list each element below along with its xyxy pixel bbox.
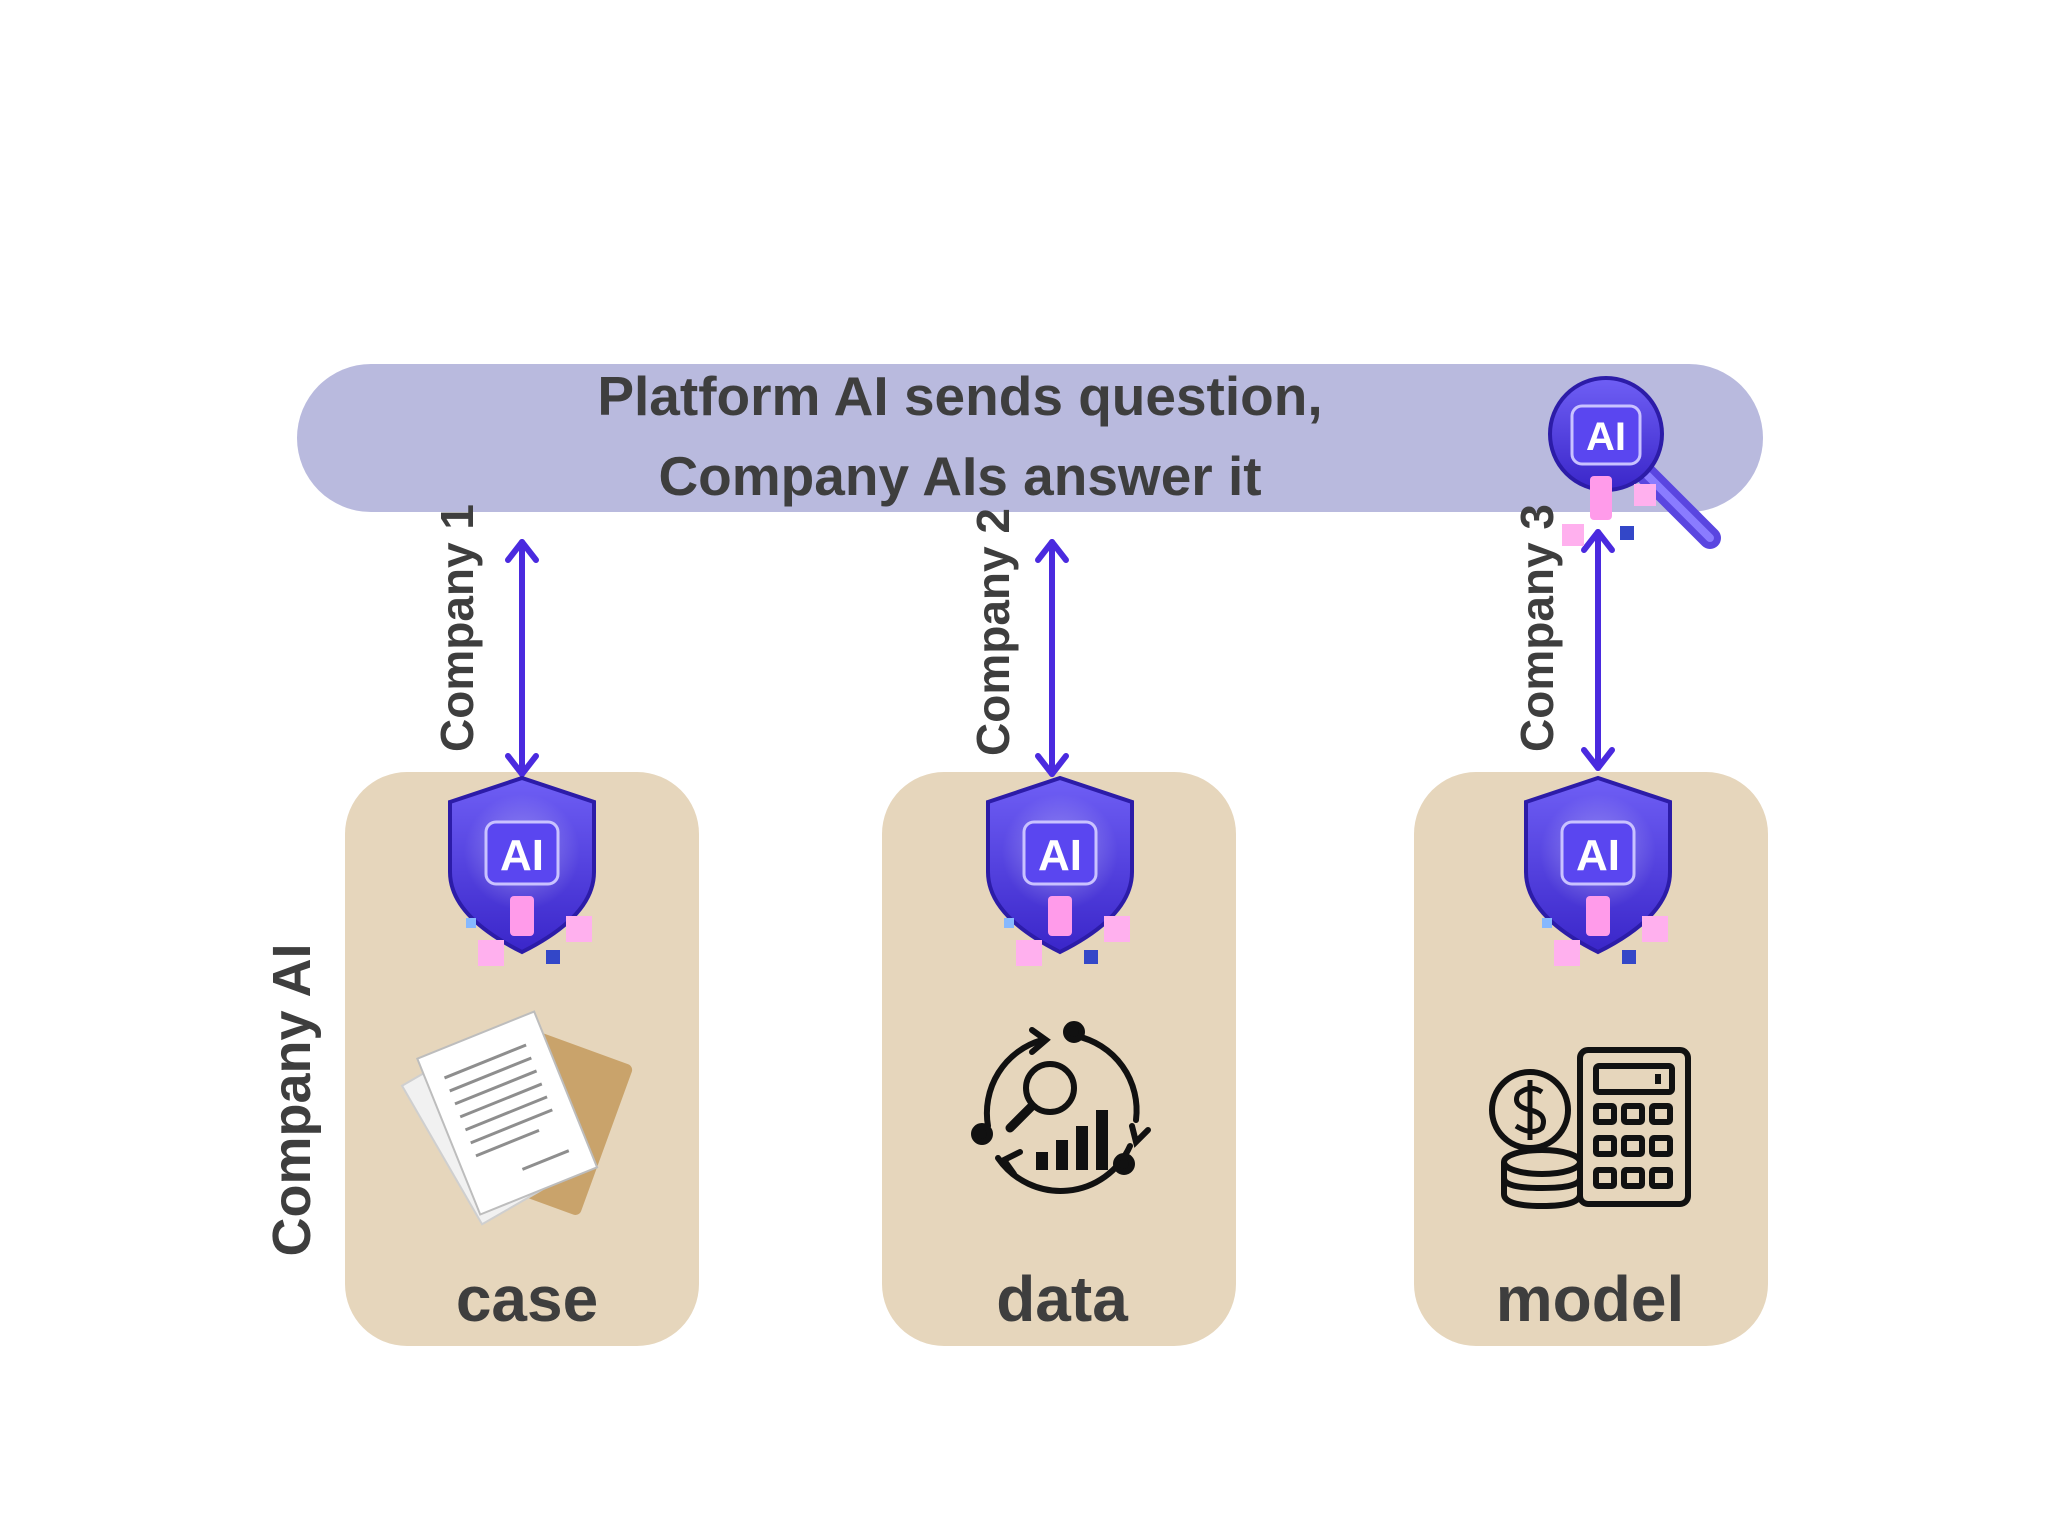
calculator-coins-icon xyxy=(1489,1047,1691,1209)
company-2-card-label: data xyxy=(996,1263,1128,1335)
svg-text:AI: AI xyxy=(1586,415,1626,459)
company-2-ai-badge-icon: AI xyxy=(986,775,1134,966)
data-analytics-icon xyxy=(971,1021,1151,1194)
company-1-card-label: case xyxy=(455,1263,599,1335)
platform-caption-line2: Company AIs answer it xyxy=(658,445,1262,507)
documents-icon xyxy=(400,1010,633,1226)
svg-text:AI: AI xyxy=(1576,831,1620,880)
company-3-card-label: model xyxy=(1495,1263,1685,1335)
company-3-arrow xyxy=(1581,529,1615,771)
platform-caption: Platform AI sends question, Company AIs … xyxy=(420,356,1500,516)
company-3-ai-badge-icon: AI xyxy=(1524,775,1672,966)
platform-bar xyxy=(297,364,1763,512)
platform-ai-search-icon: AI xyxy=(1548,376,1721,549)
svg-text:AI: AI xyxy=(1038,831,1082,880)
svg-text:AI: AI xyxy=(500,831,544,880)
platform-caption-line1: Platform AI sends question, xyxy=(597,365,1323,427)
company-2-arrow xyxy=(1035,539,1069,777)
company-1-ai-badge-icon: AI xyxy=(448,775,596,966)
company-1-arrow xyxy=(505,539,539,777)
